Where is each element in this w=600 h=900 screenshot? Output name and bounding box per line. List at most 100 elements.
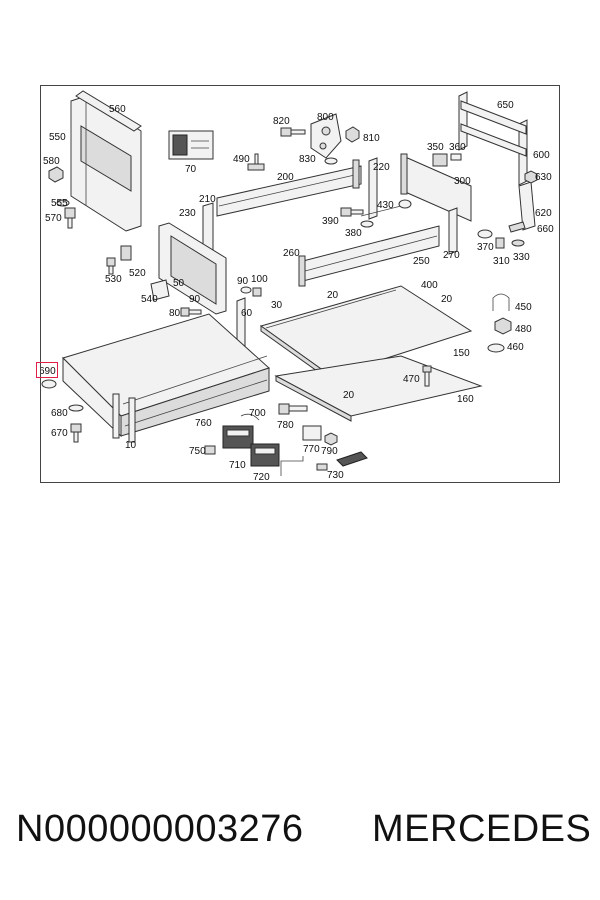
callout-330: 330	[513, 252, 530, 263]
callout-770: 770	[303, 444, 320, 455]
callout-490: 490	[233, 154, 250, 165]
callout-270: 270	[443, 250, 460, 261]
callout-220: 220	[373, 162, 390, 173]
callout-700: 700	[249, 408, 266, 419]
callout-760: 760	[195, 418, 212, 429]
callout-550: 550	[49, 132, 66, 143]
hinge-350	[432, 153, 448, 167]
callout-250: 250	[413, 256, 430, 267]
footer: N000000003276 MERCEDES	[0, 808, 600, 858]
bolt-670	[70, 423, 82, 443]
washer-830	[324, 157, 338, 165]
callout-570: 570	[45, 213, 62, 224]
washer-690	[41, 379, 57, 389]
callout-750: 750	[189, 446, 206, 457]
switch-730	[316, 451, 368, 471]
callout-390: 390	[322, 216, 339, 227]
callout-660: 660	[537, 224, 554, 235]
callout-20b: 20	[441, 294, 453, 305]
post-270	[448, 207, 458, 255]
washer-555	[56, 199, 70, 207]
callout-600: 600	[533, 150, 550, 161]
brand-name: MERCEDES	[372, 808, 592, 850]
bolt-470	[422, 365, 432, 387]
bolt-490	[247, 153, 265, 171]
callout-310: 310	[493, 256, 510, 267]
callout-90b: 90	[189, 294, 201, 305]
side-panel-300	[400, 153, 472, 222]
bolt-390	[340, 207, 364, 217]
callout-10: 10	[125, 440, 137, 451]
cable-430	[360, 199, 412, 217]
bolt-580	[48, 166, 64, 183]
callout-450: 450	[515, 302, 532, 313]
callout-555: 555	[51, 198, 68, 209]
bolt-100	[252, 287, 262, 297]
callout-810: 810	[363, 133, 380, 144]
callout-60: 60	[241, 308, 253, 319]
callout-230: 230	[179, 208, 196, 219]
callout-400: 400	[421, 280, 438, 291]
callout-470: 470	[403, 374, 420, 385]
lamp-710	[250, 443, 280, 467]
callout-460: 460	[507, 342, 524, 353]
callout-720: 720	[253, 472, 270, 483]
bolt-570	[64, 207, 76, 229]
bolt-360	[450, 153, 462, 161]
bolt-530	[106, 257, 116, 275]
callout-90: 90	[237, 276, 249, 287]
bracket-770	[302, 425, 322, 441]
parts-diagram: 560 550 580 555 570 70 820 800 810 490 8…	[41, 90, 554, 483]
bumper-520	[120, 245, 132, 261]
callout-630: 630	[535, 172, 552, 183]
highlight-box-690[interactable]	[36, 362, 58, 378]
nut-790	[324, 432, 338, 446]
diagram-frame: 560 550 580 555 570 70 820 800 810 490 8…	[36, 85, 560, 483]
callout-380: 380	[345, 228, 362, 239]
callout-800: 800	[317, 112, 334, 123]
callout-670: 670	[51, 428, 68, 439]
callout-530: 530	[105, 274, 122, 285]
callout-790: 790	[321, 446, 338, 457]
callout-780: 780	[277, 420, 294, 431]
callout-580: 580	[43, 156, 60, 167]
callout-300: 300	[454, 176, 471, 187]
callout-200: 200	[277, 172, 294, 183]
platform-150	[259, 285, 473, 382]
nut-330	[511, 239, 525, 247]
bracket-800	[310, 113, 342, 159]
callout-20a: 20	[327, 290, 339, 301]
callout-710: 710	[229, 460, 246, 471]
callout-50: 50	[173, 278, 185, 289]
washer-370	[477, 229, 493, 239]
callout-150: 150	[453, 348, 470, 359]
callout-210: 210	[199, 194, 216, 205]
bolt-310	[495, 237, 505, 249]
callout-650: 650	[497, 100, 514, 111]
callout-80: 80	[169, 308, 181, 319]
callout-labels: 560 550 580 555 570 70 820 800 810 490 8…	[41, 100, 554, 483]
callout-620: 620	[535, 208, 552, 219]
washer-380	[360, 220, 374, 228]
callout-260: 260	[283, 248, 300, 259]
callout-560: 560	[109, 104, 126, 115]
nut-630	[524, 170, 538, 184]
part-code: N000000003276	[16, 808, 304, 850]
callout-350: 350	[427, 142, 444, 153]
side-rail-200	[216, 159, 362, 217]
clip-660	[508, 221, 526, 233]
nut-480	[494, 317, 512, 335]
callout-160: 160	[457, 394, 474, 405]
bolt-820	[280, 127, 306, 137]
callout-820: 820	[273, 116, 290, 127]
washer-90	[240, 286, 252, 294]
callout-370: 370	[477, 242, 494, 253]
callout-70: 70	[185, 164, 197, 175]
callout-680: 680	[51, 408, 68, 419]
post-220	[368, 157, 378, 220]
bracket-720	[280, 456, 304, 476]
leg-620	[518, 181, 536, 231]
callout-360: 360	[449, 142, 466, 153]
side-rail-250	[298, 225, 440, 287]
plate-540	[150, 279, 170, 301]
